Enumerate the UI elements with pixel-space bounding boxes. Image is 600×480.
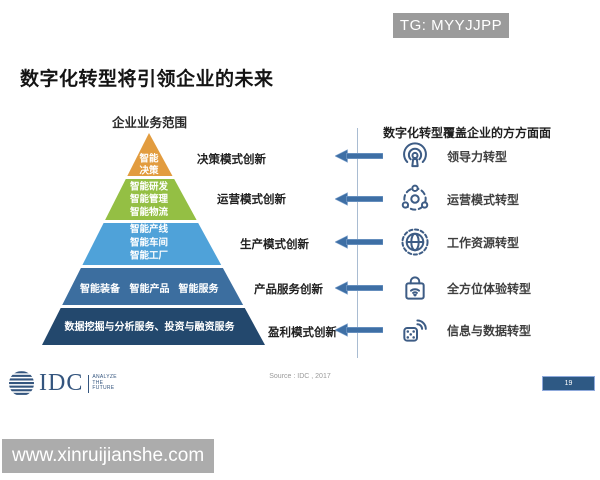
transform-item-label: 工作资源转型: [447, 235, 520, 250]
operations-icon: [401, 184, 429, 211]
tg-watermark-badge: TG: MYYJJPP: [393, 13, 509, 38]
pyramid-layer-label: 智能物流: [130, 206, 169, 218]
pyramid-layer-5: [42, 308, 265, 345]
pyramid-layer-annotation: 决策模式创新: [197, 154, 266, 166]
pyramid-layer-3: [82, 223, 222, 265]
pyramid-header: 企业业务范围: [112, 116, 188, 130]
source-citation: Source : IDC , 2017: [269, 373, 331, 380]
pyramid-layer-4: [62, 268, 244, 305]
pyramid-layer-label: 智能管理: [130, 193, 169, 205]
idc-logo-text: IDC: [39, 370, 84, 396]
transform-item-label: 领导力转型: [447, 149, 508, 164]
idc-logo: IDC ANALYZE THE FUTURE: [8, 370, 117, 397]
pyramid-layer-label: 数据挖掘与分析服务、投资与融资服务: [65, 320, 236, 333]
pyramid-layer-label: 智能车间: [130, 237, 168, 249]
pyramid-layer-label: 智能工厂: [130, 250, 169, 262]
left-arrow-icon: [335, 235, 383, 249]
left-arrow-icon: [335, 192, 383, 206]
pyramid-layer-label: 智能研发: [130, 181, 169, 193]
idc-logo-divider: [88, 374, 90, 393]
watermark-bar: www.xinruijianshe.com: [2, 439, 214, 473]
transform-item-label: 全方位体验转型: [447, 281, 532, 296]
left-arrow-icon: [335, 323, 383, 337]
pyramid-layer-annotation: 生产模式创新: [240, 239, 309, 251]
transform-item-leadership: 领导力转型: [335, 138, 507, 174]
experience-icon: [405, 276, 425, 300]
idc-tagline: ANALYZE THE FUTURE: [92, 374, 117, 392]
transform-item-label: 信息与数据转型: [447, 323, 532, 338]
pyramid-layer-annotation: 运营模式创新: [217, 194, 286, 206]
right-panel-header: 数字化转型覆盖企业的方方面面: [383, 126, 552, 140]
transform-item-experience: 全方位体验转型: [335, 270, 531, 306]
transform-item-data: 信息与数据转型: [335, 312, 531, 348]
leadership-icon: [403, 142, 427, 168]
left-arrow-icon: [335, 281, 383, 295]
idc-globe-icon: [9, 371, 34, 395]
data-icon: [403, 319, 427, 342]
pyramid-layer-2: [105, 179, 197, 220]
pyramid-layer-label: 智能产线: [130, 223, 169, 235]
transform-item-label: 运营模式转型: [447, 192, 520, 207]
pyramid-layer-label: 决策: [139, 165, 159, 177]
pyramid-layer-annotation: 盈利模式创新: [268, 327, 337, 339]
pyramid-layer-label: 智能服务: [179, 282, 220, 295]
transform-item-operations: 运营模式转型: [335, 181, 519, 217]
pyramid-layer-label: 智能: [139, 153, 159, 165]
pyramid-layer-label: 智能装备: [80, 282, 121, 295]
transform-item-work-resources: 工作资源转型: [335, 224, 519, 260]
watermark-url: www.xinruijianshe.com: [12, 445, 205, 466]
page-title: 数字化转型将引领企业的未来: [20, 69, 274, 90]
pyramid-layer-1: [127, 133, 173, 176]
work-resources-icon: [401, 228, 429, 256]
left-arrow-icon: [335, 149, 383, 163]
page-number-badge: 19: [542, 376, 595, 391]
pyramid-layer-annotation: 产品服务创新: [254, 284, 323, 296]
pyramid-layer-label: 智能产品: [130, 282, 170, 295]
pyramid-diagram: 智能 决策 智能研发 智能管理 智能物流 智能产线 智能车间 智能工厂 智能装备…: [42, 133, 265, 345]
